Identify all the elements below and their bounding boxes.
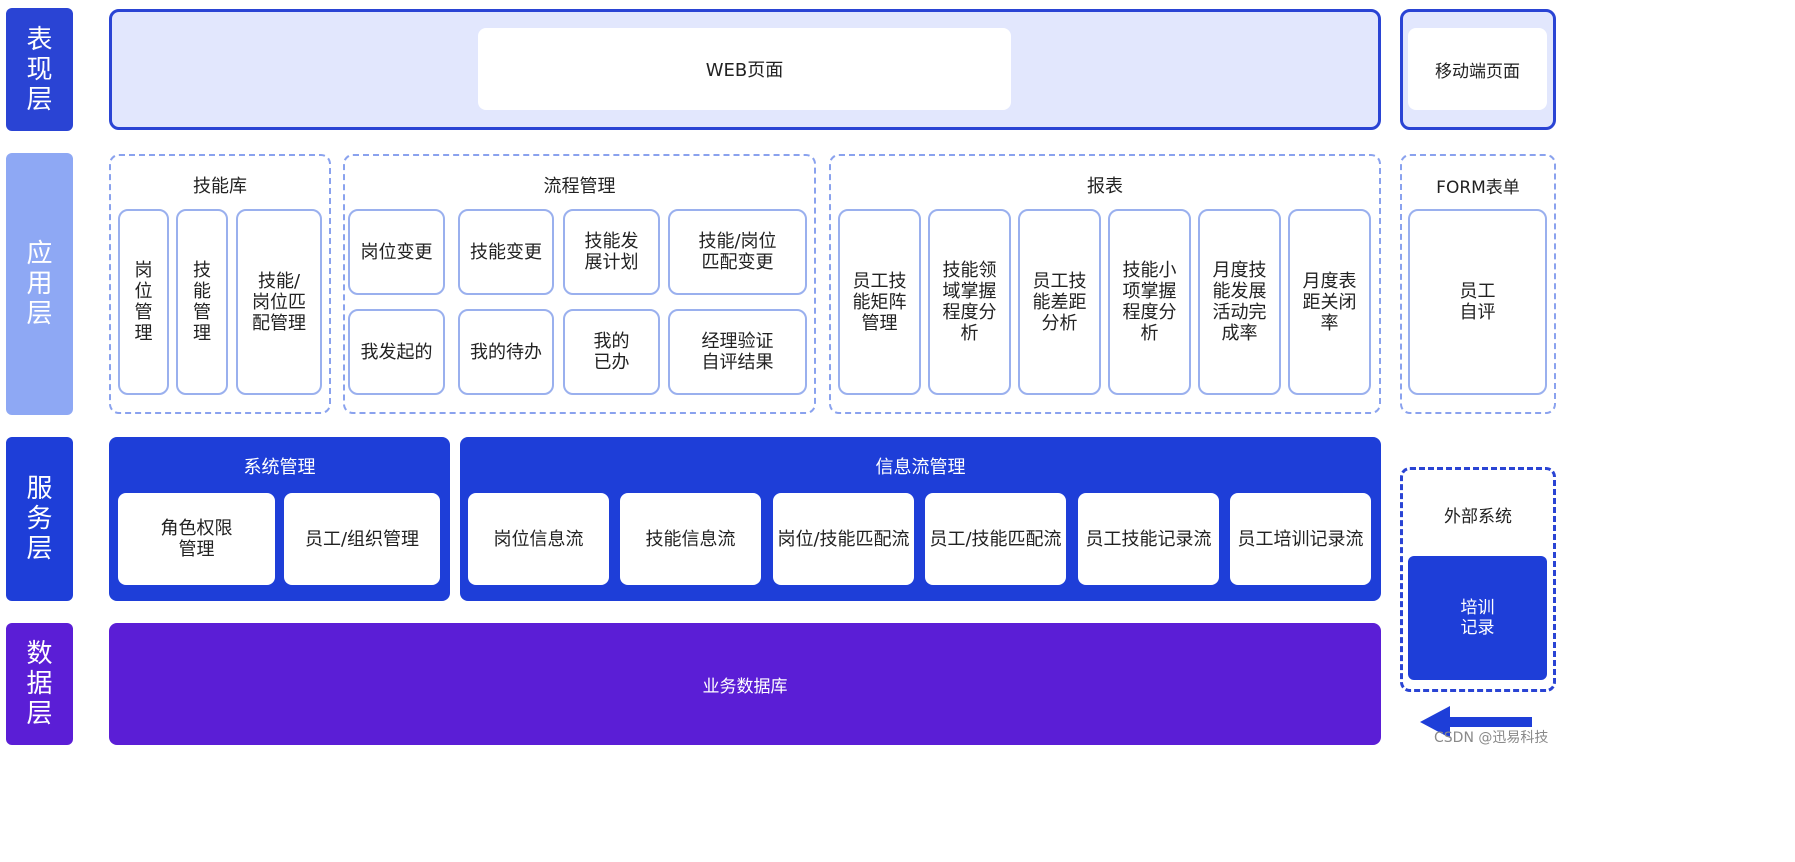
info-flow-title: 信息流管理 (875, 457, 966, 478)
app-item-skill-post-match-change: 技能/岗位匹配变更 (668, 209, 807, 295)
layer-label-presentation: 表现层 (6, 8, 73, 131)
report-item-skill-gap: 员工技能差距分析 (1018, 209, 1101, 395)
app-item-initiated-by-me: 我发起的 (348, 309, 445, 395)
report-item-monthly-development-completion: 月度技能发展活动完成率 (1198, 209, 1281, 395)
watermark: CSDN @迅易科技 (1434, 730, 1549, 746)
info-flow-panel (460, 437, 1381, 601)
app-item-post-management: 岗位管理 (118, 209, 169, 395)
reports-title: 报表 (1087, 176, 1123, 197)
report-item-skill-domain-mastery: 技能领域掌握程度分析 (928, 209, 1011, 395)
app-item-skill-change: 技能变更 (458, 209, 554, 295)
app-item-manager-verify-self-eval: 经理验证自评结果 (668, 309, 807, 395)
service-item-role-permission: 角色权限管理 (118, 493, 275, 585)
flow-item-post-info: 岗位信息流 (468, 493, 609, 585)
report-item-skill-subitem-mastery: 技能小项掌握程度分析 (1108, 209, 1191, 395)
flow-item-post-skill-match: 岗位/技能匹配流 (773, 493, 914, 585)
flow-item-employee-training-record: 员工培训记录流 (1230, 493, 1371, 585)
arrow-left-icon (1420, 706, 1532, 738)
form-item-employee-self-eval: 员工自评 (1408, 209, 1547, 395)
report-item-monthly-gap-closure: 月度表距关闭率 (1288, 209, 1371, 395)
service-item-employee-org: 员工/组织管理 (284, 493, 440, 585)
process-management-title: 流程管理 (543, 176, 616, 197)
app-item-skill-management: 技能管理 (176, 209, 228, 395)
mobile-page-box: 移动端页面 (1408, 28, 1547, 110)
flow-item-employee-skill-record: 员工技能记录流 (1078, 493, 1219, 585)
report-item-skill-matrix: 员工技能矩阵管理 (838, 209, 921, 395)
system-management-title: 系统管理 (243, 457, 316, 478)
training-record-box: 培训记录 (1408, 556, 1547, 680)
web-page-box: WEB页面 (478, 28, 1011, 110)
app-item-my-todo: 我的待办 (458, 309, 554, 395)
app-item-post-change: 岗位变更 (348, 209, 445, 295)
layer-label-application: 应用层 (6, 153, 73, 415)
flow-item-employee-skill-match: 员工/技能匹配流 (925, 493, 1066, 585)
external-system-title: 外部系统 (1444, 506, 1512, 527)
form-title: FORM表单 (1436, 177, 1520, 198)
flow-item-skill-info: 技能信息流 (620, 493, 761, 585)
layer-label-service: 服务层 (6, 437, 73, 601)
app-item-skill-development-plan: 技能发展计划 (563, 209, 660, 295)
external-system-panel (1400, 467, 1556, 692)
skill-library-title: 技能库 (193, 176, 247, 197)
business-database: 业务数据库 (109, 623, 1381, 745)
app-item-my-done: 我的已办 (563, 309, 660, 395)
layer-label-data: 数据层 (6, 623, 73, 745)
app-item-skill-post-match-management: 技能/岗位匹配管理 (236, 209, 322, 395)
